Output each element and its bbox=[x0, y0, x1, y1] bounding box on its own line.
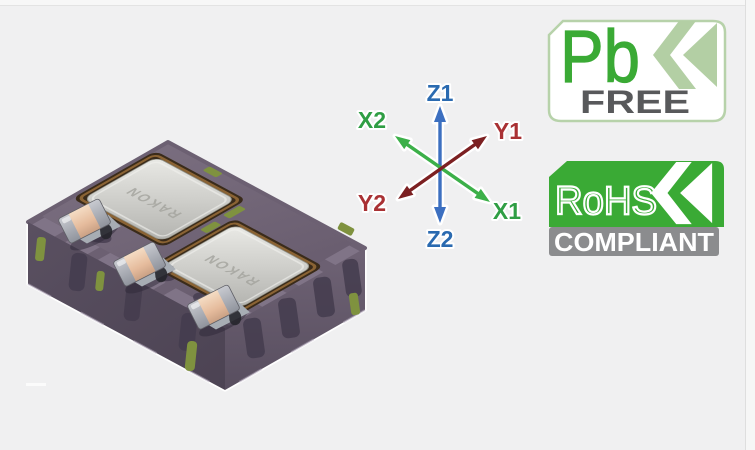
rakon-chevron-icon bbox=[653, 21, 717, 89]
top-solder-pads bbox=[200, 166, 246, 233]
rohs-badge: RoHS COMPLIANT bbox=[549, 161, 724, 257]
side-solder-pads bbox=[35, 222, 361, 372]
axis-label-z2: Z2 bbox=[427, 226, 454, 252]
axis-label-x1: X1 bbox=[493, 198, 521, 224]
rohs-compliant-label: COMPLIANT bbox=[554, 227, 714, 257]
axis-diagram: Z1 Z2 X2 X1 Y1 Y2 bbox=[356, 78, 524, 254]
axis-label-x2: X2 bbox=[358, 107, 386, 133]
photo-artifact-dash bbox=[26, 383, 46, 386]
crystal-capacitor-1 bbox=[58, 198, 121, 251]
pb-badge-frame bbox=[547, 19, 727, 123]
oscillator-module-render: RAKON RAKON bbox=[26, 140, 367, 392]
top-frame-edge bbox=[0, 0, 755, 6]
z-axis-arrow bbox=[434, 106, 446, 223]
axis-label-y1: Y1 bbox=[494, 118, 522, 144]
right-frame-edge bbox=[745, 0, 755, 450]
crystal-capacitor-2 bbox=[113, 241, 176, 294]
rohs-badge-gray-bar bbox=[549, 227, 719, 256]
pb-free-badge: Pb FREE bbox=[547, 19, 727, 123]
crystal-capacitor-3 bbox=[187, 284, 250, 337]
y-axis-arrow bbox=[398, 136, 487, 199]
axis-halos bbox=[392, 103, 493, 226]
rohs-title: RoHS bbox=[555, 179, 657, 223]
lid-2: RAKON bbox=[154, 220, 321, 313]
bottom-edge-sheen bbox=[27, 283, 366, 392]
lid-1: RAKON bbox=[75, 152, 243, 246]
rakon-chevron-icon bbox=[651, 162, 713, 225]
pb-free-label: FREE bbox=[580, 84, 690, 120]
axis-label-y2: Y2 bbox=[358, 190, 386, 216]
axis-label-z1: Z1 bbox=[427, 80, 454, 106]
pb-symbol: Pb bbox=[560, 19, 640, 98]
